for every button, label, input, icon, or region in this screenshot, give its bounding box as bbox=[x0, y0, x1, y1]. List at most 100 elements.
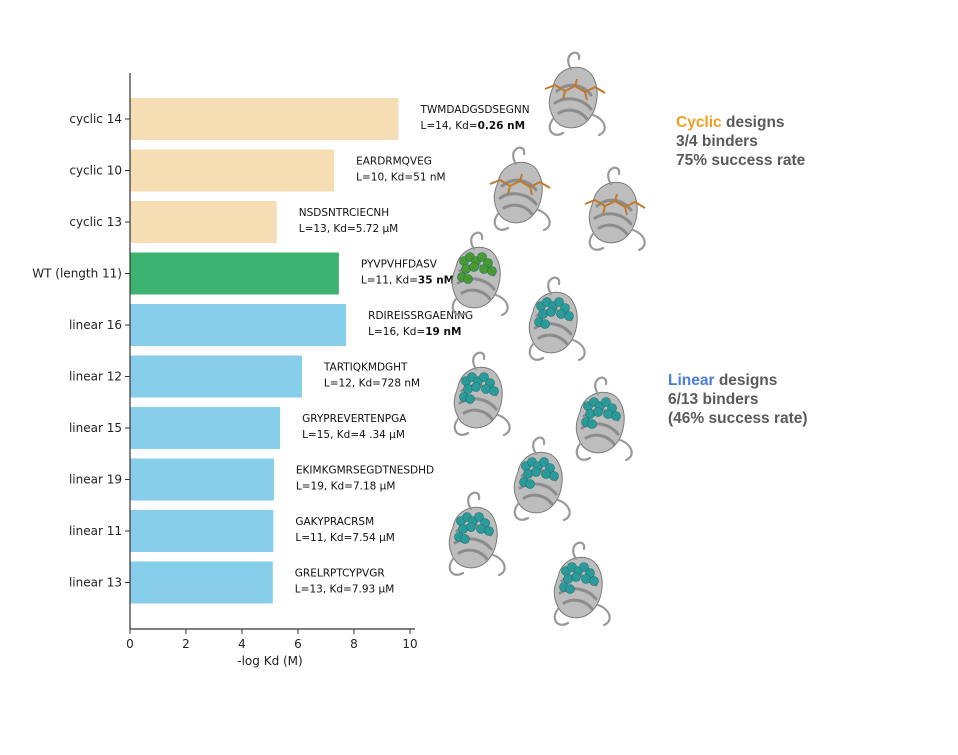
bar-linear-11 bbox=[130, 510, 274, 552]
ligand-sphere bbox=[460, 534, 470, 544]
x-tick-label: 0 bbox=[126, 637, 134, 651]
kd-value: 5.72 µM bbox=[356, 223, 398, 235]
ligand-sphere bbox=[601, 397, 611, 407]
kd-prefix: L=13, Kd= bbox=[299, 223, 356, 235]
x-tick-label: 10 bbox=[402, 637, 417, 651]
kd-value: 7.54 µM bbox=[352, 532, 394, 544]
ligand-sphere bbox=[593, 407, 603, 417]
linear-summary-title: Linear designs bbox=[668, 372, 777, 389]
kd-prefix: L=11, Kd= bbox=[361, 275, 418, 287]
loop-coils bbox=[493, 146, 551, 232]
ligand-sphere bbox=[540, 319, 550, 329]
linear-title-rest: designs bbox=[715, 372, 778, 389]
bar-cyclic-14 bbox=[130, 98, 399, 140]
kd-value: 0.26 nM bbox=[478, 120, 526, 132]
kd-prefix: L=10, Kd= bbox=[356, 172, 413, 184]
ligand-sphere bbox=[474, 512, 484, 522]
ligand-sphere bbox=[458, 524, 468, 534]
ligand-sphere bbox=[487, 266, 497, 276]
linear-binders-count: 6/13 binders bbox=[668, 391, 758, 408]
category-label-linear-15: linear 15 bbox=[69, 421, 122, 435]
x-tick-label: 6 bbox=[294, 637, 302, 651]
cyclic-summary: Cyclic designs 3/4 binders 75% success r… bbox=[676, 114, 806, 169]
cyclic-summary-title: Cyclic designs bbox=[676, 114, 785, 131]
ligand-sphere bbox=[538, 309, 548, 319]
ligand-sphere bbox=[481, 384, 491, 394]
ligand-sphere bbox=[579, 562, 589, 572]
ligand-sphere bbox=[581, 574, 591, 584]
ligand-sphere bbox=[611, 411, 621, 421]
sequence-label-linear-16: RDIREISSRGAENING bbox=[368, 310, 473, 322]
loop-coils bbox=[588, 166, 646, 252]
kd-label-wt-length-11: L=11, Kd=35 nM bbox=[361, 275, 454, 287]
structure-linear-15 bbox=[575, 376, 633, 462]
loop-coils bbox=[553, 541, 611, 627]
ligand-sphere bbox=[541, 469, 551, 479]
kd-prefix: L=14, Kd= bbox=[421, 120, 478, 132]
ligand-sphere bbox=[477, 252, 487, 262]
bar-cyclic-13 bbox=[130, 201, 277, 243]
kd-prefix: L=12, Kd= bbox=[324, 378, 381, 390]
cyclic-keyword: Cyclic bbox=[676, 114, 722, 131]
kd-label-cyclic-14: L=14, Kd=0.26 nM bbox=[421, 120, 526, 132]
ligand-sphere bbox=[587, 419, 597, 429]
ligand-sphere bbox=[489, 386, 499, 396]
ligand-sphere bbox=[549, 471, 559, 481]
ligand-sphere bbox=[556, 309, 566, 319]
ligand-sticks bbox=[544, 78, 606, 101]
kd-label-linear-12: L=12, Kd=728 nM bbox=[324, 378, 420, 390]
sequence-label-linear-12: TARTIQKMDGHT bbox=[323, 362, 408, 374]
structure-cyclic-10 bbox=[489, 146, 551, 232]
ligand-sphere bbox=[565, 584, 575, 594]
sequence-label-linear-11: GAKYPRACRSM bbox=[295, 516, 374, 528]
ligand-sphere bbox=[539, 457, 549, 467]
kd-value: 7.93 µM bbox=[352, 584, 394, 596]
ligand-sphere bbox=[469, 262, 479, 272]
ligand-sphere bbox=[479, 264, 489, 274]
kd-value: 19 nM bbox=[425, 326, 461, 338]
structure-linear-13 bbox=[553, 541, 611, 627]
linear-keyword: Linear bbox=[668, 372, 715, 389]
kd-value: 728 nM bbox=[381, 378, 420, 390]
kd-label-linear-16: L=16, Kd=19 nM bbox=[368, 326, 461, 338]
sequence-label-wt-length-11: PYVPVHFDASV bbox=[361, 259, 438, 271]
bar-cyclic-10 bbox=[130, 149, 335, 192]
linear-summary: Linear designs 6/13 binders (46% success… bbox=[668, 372, 808, 427]
kd-label-cyclic-10: L=10, Kd=51 nM bbox=[356, 172, 445, 184]
ligand-sphere bbox=[484, 526, 494, 536]
ligand-sticks bbox=[584, 193, 646, 216]
category-label-linear-12: linear 12 bbox=[69, 370, 122, 384]
loop-coils bbox=[528, 276, 586, 362]
loop-coils bbox=[575, 376, 633, 462]
sequence-label-linear-19: EKIMKGMRSEGDTNESDHD bbox=[296, 465, 434, 477]
structures-layer bbox=[448, 51, 646, 627]
cyclic-binders-count: 3/4 binders bbox=[676, 133, 758, 150]
kd-prefix: L=16, Kd= bbox=[368, 326, 425, 338]
kd-label-linear-15: L=15, Kd=4 .34 µM bbox=[302, 429, 405, 441]
ligand-sphere bbox=[564, 311, 574, 321]
loop-coils bbox=[451, 231, 509, 317]
category-label-cyclic-10: cyclic 10 bbox=[69, 164, 122, 178]
kd-label-linear-13: L=13, Kd=7.93 µM bbox=[295, 584, 395, 596]
ligand-sphere bbox=[589, 576, 599, 586]
ligand-sphere bbox=[525, 479, 535, 489]
ligand-sphere bbox=[563, 574, 573, 584]
sequence-label-cyclic-13: NSDSNTRCIECNH bbox=[299, 207, 389, 219]
loop-coils bbox=[513, 436, 571, 522]
category-label-wt-length-11: WT (length 11) bbox=[32, 267, 122, 281]
kd-prefix: L=13, Kd= bbox=[295, 584, 352, 596]
ligand-sphere bbox=[603, 409, 613, 419]
ligand-sphere bbox=[585, 409, 595, 419]
sequence-label-cyclic-14: TWMDADGSDSEGNN bbox=[420, 104, 530, 116]
bar-linear-15 bbox=[130, 407, 281, 449]
ligand-sphere bbox=[554, 297, 564, 307]
structure-linear-12 bbox=[453, 351, 511, 437]
x-tick-label: 4 bbox=[238, 637, 246, 651]
bar-wt-length-11 bbox=[130, 252, 339, 295]
loop-coils bbox=[453, 351, 511, 437]
category-label-cyclic-14: cyclic 14 bbox=[69, 112, 122, 126]
ligand-sphere bbox=[571, 572, 581, 582]
